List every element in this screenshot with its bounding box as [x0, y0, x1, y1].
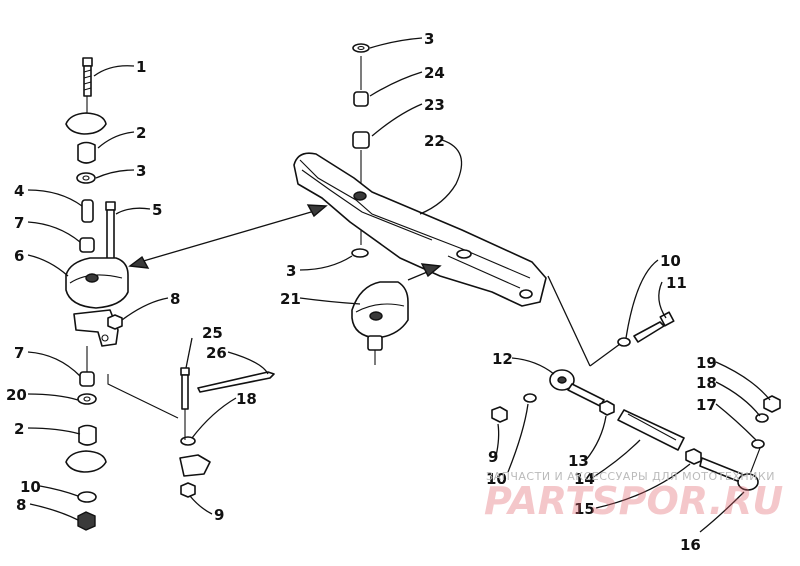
bolt-part: [180, 367, 190, 410]
part-callout-7b: 7: [14, 344, 24, 362]
part-callout-8b: 8: [16, 496, 26, 514]
spacer-part: [77, 141, 96, 164]
part-callout-9: 9: [214, 506, 224, 524]
nut-part: [491, 406, 508, 423]
part-callout-15: 15: [574, 500, 595, 518]
part-callout-19: 19: [696, 354, 717, 372]
washer-part: [76, 172, 96, 184]
clamp-part: [179, 454, 211, 477]
nut-part: [180, 482, 196, 498]
part-callout-10: 10: [20, 478, 41, 496]
part-callout-10c: 10: [486, 470, 507, 488]
part-callout-6: 6: [14, 247, 24, 265]
part-callout-10b: 10: [660, 252, 681, 270]
part-callout-26: 26: [206, 344, 227, 362]
control-arm-part: [293, 152, 547, 307]
rubber-cushion-part: [65, 112, 107, 135]
part-callout-3b: 3: [424, 30, 434, 48]
part-callout-3: 3: [136, 162, 146, 180]
rubber-cushion-part: [65, 450, 107, 473]
bolt-part: [82, 57, 93, 97]
bushing-part: [352, 131, 370, 149]
mount-bracket-part: [65, 257, 129, 347]
part-callout-7: 7: [14, 214, 24, 232]
bushing-part: [79, 237, 95, 253]
tie-rod-end-part: [549, 369, 605, 407]
part-callout-1: 1: [136, 58, 146, 76]
bolt-head-part: [659, 311, 675, 327]
part-callout-14: 14: [574, 470, 595, 488]
leader-lines: [27, 37, 771, 533]
bushing-part: [353, 91, 369, 107]
part-callout-5: 5: [152, 201, 162, 219]
part-callout-18b: 18: [696, 374, 717, 392]
tie-rod-end-part: [699, 457, 759, 491]
washer-part: [180, 436, 196, 446]
part-callout-12: 12: [492, 350, 513, 368]
part-callout-22: 22: [424, 132, 445, 150]
part-callout-13: 13: [568, 452, 589, 470]
bushing-part: [79, 371, 95, 387]
washer-part: [617, 337, 631, 347]
washer-part: [755, 413, 769, 423]
part-callout-17: 17: [696, 396, 717, 414]
part-callout-25: 25: [202, 324, 223, 342]
part-callout-23: 23: [424, 96, 445, 114]
pivot-block-part: [351, 281, 409, 365]
watermark-logo: PARTSPOR.RU: [484, 479, 783, 523]
washer-part: [351, 248, 369, 258]
assembly-arrow: [128, 204, 442, 281]
nut-part: [685, 448, 702, 465]
sleeve-part: [81, 199, 94, 223]
spacer-part: [78, 424, 97, 446]
washer-part: [77, 491, 97, 503]
washer-part: [352, 43, 370, 53]
part-callout-11: 11: [666, 274, 687, 292]
cotter-pin-part: [197, 371, 275, 393]
nut-part: [763, 395, 781, 413]
part-callout-2: 2: [136, 124, 146, 142]
part-callout-8: 8: [170, 290, 180, 308]
washer-part: [751, 439, 765, 449]
part-callout-16: 16: [680, 536, 701, 554]
adjuster-tube-part: [617, 409, 685, 451]
part-callout-18: 18: [236, 390, 257, 408]
bolt-part: [633, 321, 665, 343]
watermark-caption: ЗАПЧАСТИ И АКСЕССУАРЫ ДЛЯ МОТОТЕХНИКИ: [486, 470, 775, 483]
part-callout-21: 21: [280, 290, 301, 308]
part-callout-4: 4: [14, 182, 24, 200]
nut-part: [107, 314, 123, 330]
part-callout-20: 20: [6, 386, 27, 404]
part-callout-9b: 9: [488, 448, 498, 466]
part-callout-2b: 2: [14, 420, 24, 438]
nut-part: [77, 511, 96, 531]
nut-part: [599, 400, 615, 416]
part-callout-24: 24: [424, 64, 445, 82]
washer-part: [523, 393, 537, 403]
bolt-part: [105, 201, 116, 261]
part-callout-3c: 3: [286, 262, 296, 280]
washer-part: [77, 393, 97, 405]
